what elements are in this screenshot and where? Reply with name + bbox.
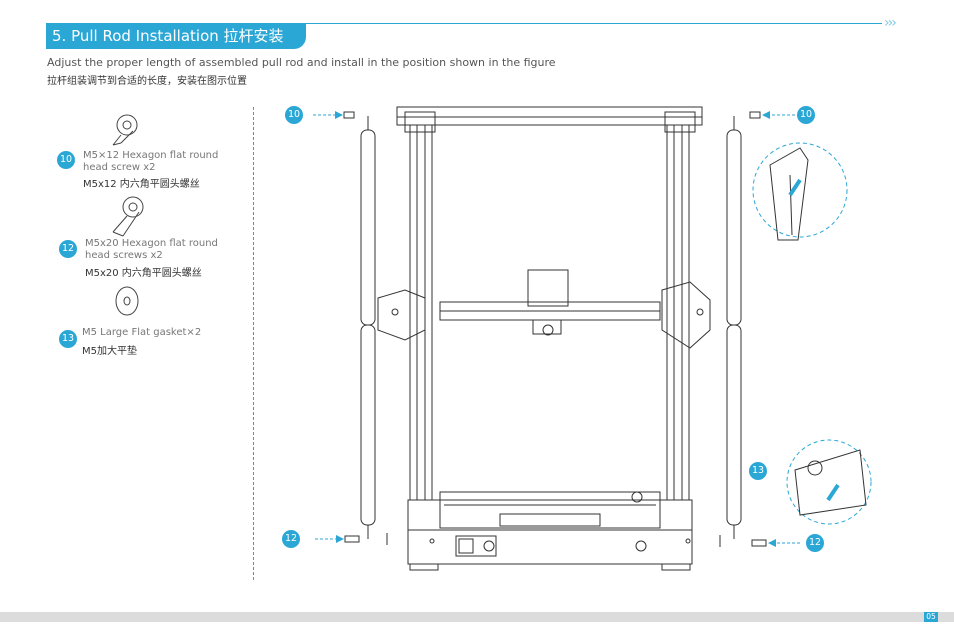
page-number: 05 xyxy=(924,612,938,622)
screw-m5x12-icon xyxy=(112,114,138,146)
part-10-name-line1: M5×12 Hexagon flat round xyxy=(83,150,219,161)
part-badge-13: 13 xyxy=(59,330,77,348)
detail-view-top xyxy=(752,142,848,241)
screw-top-right-icon xyxy=(749,111,761,119)
callout-badge-top-left: 10 xyxy=(285,106,303,124)
part-13-name-zh: M5加大平垫 xyxy=(82,346,137,357)
intro-chinese: 拉杆组装调节到合适的长度，安装在图示位置 xyxy=(47,76,247,87)
printer-frame xyxy=(377,106,721,571)
section-title: 5. Pull Rod Installation 拉杆安装 xyxy=(46,23,306,49)
part-10-name-line2: head screw x2 xyxy=(83,162,156,173)
part-12-name-zh: M5x20 内六角平圆头螺丝 xyxy=(85,268,202,279)
screw-bottom-right-icon xyxy=(751,539,767,547)
part-13-name-line1: M5 Large Flat gasket×2 xyxy=(82,327,202,338)
pull-rod-right xyxy=(726,116,742,539)
callout-badge-bottom-right: 12 xyxy=(806,534,824,552)
chevron-arrows-icon: ››› xyxy=(884,15,897,31)
divider-dashed xyxy=(253,107,254,580)
title-rule xyxy=(46,23,882,24)
callout-badge-detail: 13 xyxy=(749,462,767,480)
part-12-name-line1: M5x20 Hexagon flat round xyxy=(85,238,218,249)
screw-m5x20-icon xyxy=(112,196,144,237)
intro-english: Adjust the proper length of assembled pu… xyxy=(47,56,556,69)
detail-view-bottom xyxy=(786,439,872,525)
part-badge-10: 10 xyxy=(57,151,75,169)
callout-badge-top-right: 10 xyxy=(797,106,815,124)
screw-top-left-icon xyxy=(343,111,355,119)
pull-rod-left xyxy=(360,116,376,539)
screw-bottom-left-icon xyxy=(344,535,360,543)
part-badge-12: 12 xyxy=(59,240,77,258)
part-12-name-line2: head screws x2 xyxy=(85,250,163,261)
callout-badge-bottom-left: 12 xyxy=(282,530,300,548)
footer-bar xyxy=(0,612,954,622)
flat-gasket-icon xyxy=(115,286,139,316)
part-10-name-zh: M5x12 内六角平圆头螺丝 xyxy=(83,179,200,190)
